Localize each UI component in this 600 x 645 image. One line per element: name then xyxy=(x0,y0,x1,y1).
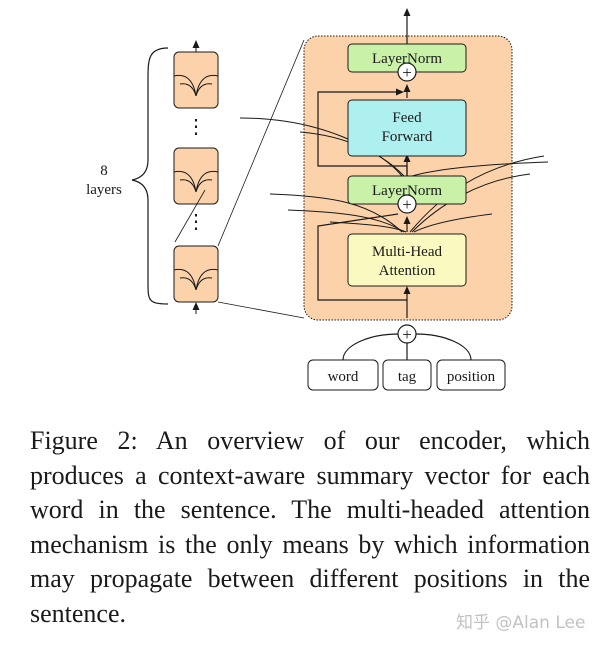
svg-text:+: + xyxy=(402,325,412,344)
attention-label-2: Attention xyxy=(379,263,436,279)
layernorm-top-label: LayerNorm xyxy=(372,51,442,67)
watermark: 知乎 @Alan Lee xyxy=(456,613,586,633)
input-word-label: word xyxy=(328,369,359,385)
mini-layer-top xyxy=(173,40,219,109)
layers-brace xyxy=(131,47,169,305)
svg-text:+: + xyxy=(402,195,412,214)
mini-layer-bottom xyxy=(173,245,219,314)
dots-top: ⋮ xyxy=(186,116,206,138)
feed-forward-block: Feed Forward xyxy=(347,99,467,157)
input-add-icon: + xyxy=(397,324,417,344)
layer-stack: ⋮ ⋮ xyxy=(173,40,219,314)
input-position-label: position xyxy=(447,369,496,385)
input-tag-box: tag xyxy=(382,359,432,391)
input-word-box: word xyxy=(307,359,379,391)
attention-fan xyxy=(269,155,545,233)
multi-head-attention-block: Multi-Head Attention xyxy=(347,233,467,287)
layers-label: layers xyxy=(86,182,122,198)
feed-forward-label-2: Forward xyxy=(382,129,433,145)
figure-caption: Figure 2: An overview of our encoder, wh… xyxy=(30,426,590,628)
mini-layer-middle xyxy=(173,147,219,205)
input-connectors xyxy=(342,333,472,361)
add-mid-icon: + xyxy=(397,194,417,214)
zoom-lines xyxy=(217,39,305,319)
layernorm-mid-label: LayerNorm xyxy=(372,183,442,199)
input-position-box: position xyxy=(436,359,506,391)
encoder-diagram: ⋮ ⋮ 8 layers xyxy=(86,8,549,391)
feed-forward-label-1: Feed xyxy=(392,110,422,126)
layer-count: 8 xyxy=(100,163,108,179)
dots-bottom: ⋮ xyxy=(186,211,206,233)
attention-label-1: Multi-Head xyxy=(372,244,442,260)
add-top-icon: + xyxy=(397,62,417,82)
svg-text:+: + xyxy=(402,63,412,82)
input-tag-label: tag xyxy=(398,369,417,385)
